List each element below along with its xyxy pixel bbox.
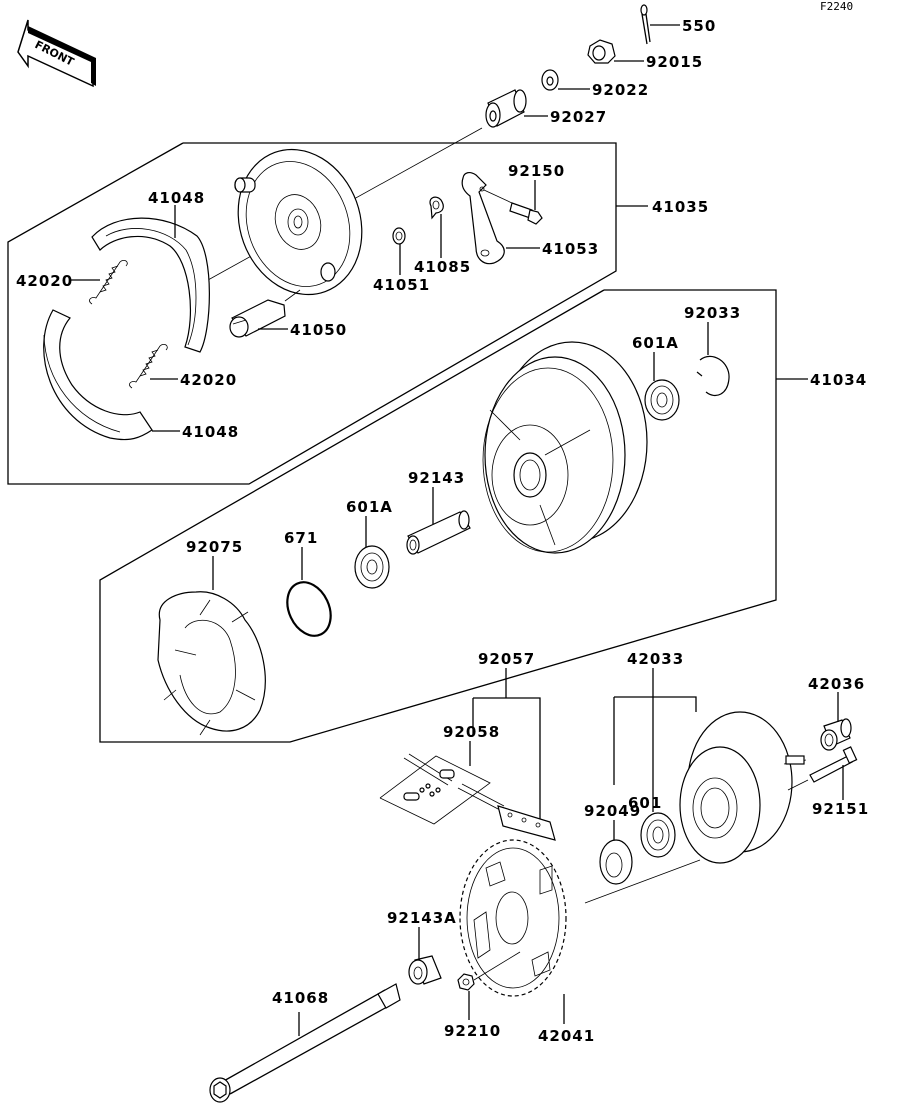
brake-shoe-upper-part (91, 217, 210, 353)
part-label-92151[interactable]: 92151 (812, 800, 869, 818)
camshaft-part (229, 289, 301, 338)
brake-shoe-lower-part (43, 309, 153, 441)
part-label-42020-upper[interactable]: 42020 (16, 272, 73, 290)
part-label-41035[interactable]: 41035 (652, 198, 709, 216)
part-label-92075[interactable]: 92075 (186, 538, 243, 556)
bearing-part-lower (354, 545, 390, 589)
collar-part (485, 89, 527, 128)
part-label-92022[interactable]: 92022 (592, 81, 649, 99)
washer-part (541, 69, 559, 91)
part-label-92143A[interactable]: 92143A (387, 909, 457, 927)
brake-panel-part (234, 148, 363, 296)
part-label-92143[interactable]: 92143 (408, 469, 465, 487)
part-label-92027[interactable]: 92027 (550, 108, 607, 126)
group-box-41034 (99, 289, 777, 743)
castle-nut-part (587, 39, 616, 64)
bolt-part (483, 189, 543, 225)
bearing-part-upper (644, 379, 680, 421)
front-arrow-icon: FRONT (17, 19, 96, 88)
part-label-41048-lower[interactable]: 41048 (182, 423, 239, 441)
part-label-92049[interactable]: 92049 (584, 802, 641, 820)
spring-lower-part (129, 343, 168, 389)
part-label-41068[interactable]: 41068 (272, 989, 329, 1007)
coupling-collar-part (820, 718, 852, 751)
part-label-41048-upper[interactable]: 41048 (148, 189, 205, 207)
rear-sprocket-part (459, 839, 701, 997)
part-label-41085[interactable]: 41085 (414, 258, 471, 276)
part-label-550[interactable]: 550 (682, 17, 716, 35)
part-label-41053[interactable]: 41053 (542, 240, 599, 258)
part-label-92058[interactable]: 92058 (443, 723, 500, 741)
brake-lever-part (461, 172, 505, 265)
part-label-42033[interactable]: 42033 (627, 650, 684, 668)
part-label-41034[interactable]: 41034 (810, 371, 867, 389)
part-label-92150[interactable]: 92150 (508, 162, 565, 180)
part-label-601A-lower[interactable]: 601A (346, 498, 393, 516)
part-label-601A-upper[interactable]: 601A (632, 334, 679, 352)
drive-chain-part (457, 783, 556, 841)
chain-joint-part (379, 753, 491, 825)
circlip-part (696, 355, 730, 397)
part-label-92210[interactable]: 92210 (444, 1022, 501, 1040)
sprocket-coupling-part (679, 711, 807, 864)
part-label-41051[interactable]: 41051 (373, 276, 430, 294)
seal-part (392, 227, 406, 245)
part-label-42041[interactable]: 42041 (538, 1027, 595, 1045)
group-box-41035 (7, 142, 617, 485)
cotter-pin-part (640, 4, 651, 45)
o-ring-part (286, 581, 332, 637)
axle-collar-part (406, 510, 471, 555)
part-label-601[interactable]: 601 (628, 794, 662, 812)
hub-damper-part (157, 591, 266, 736)
figure-code: F2240 (820, 0, 853, 13)
part-label-92057[interactable]: 92057 (478, 650, 535, 668)
wheel-hub-part (482, 341, 648, 554)
sprocket-collar-part (408, 955, 442, 985)
part-label-41050[interactable]: 41050 (290, 321, 347, 339)
part-label-92033[interactable]: 92033 (684, 304, 741, 322)
part-label-42036[interactable]: 42036 (808, 675, 865, 693)
oil-seal-part (599, 839, 633, 885)
part-label-671[interactable]: 671 (284, 529, 318, 547)
bearing-part (640, 812, 676, 858)
sprocket-nut-part (457, 951, 521, 991)
spring-upper-part (89, 259, 128, 305)
part-label-42020-lower[interactable]: 42020 (180, 371, 237, 389)
rear-axle-part (209, 983, 401, 1103)
part-label-92015[interactable]: 92015 (646, 53, 703, 71)
coupling-bolt-part (787, 746, 858, 791)
indicator-plate-part (429, 196, 444, 220)
